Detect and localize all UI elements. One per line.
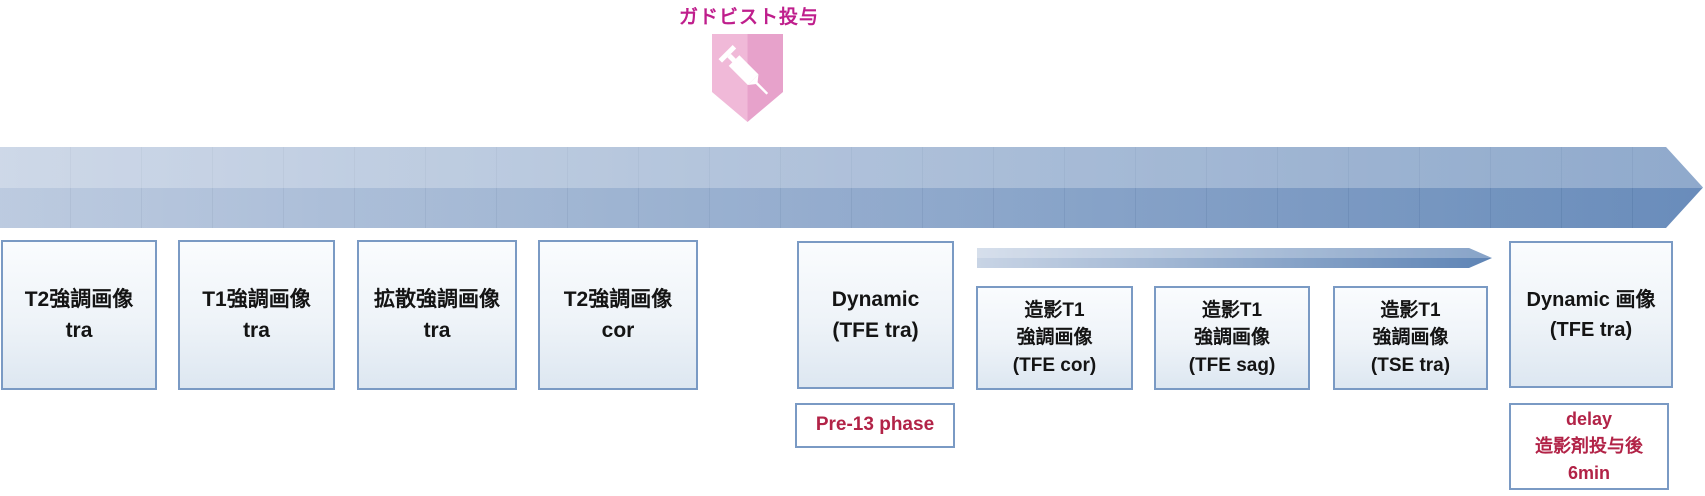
box-line: T2強調画像	[24, 287, 134, 311]
sequence-box-dynamic-delay: Dynamic 画像 (TFE tra)	[1509, 241, 1673, 388]
sequence-box-ce-t1-cor: 造影T1 強調画像 (TFE cor)	[976, 286, 1133, 390]
syringe-shield-icon	[712, 34, 783, 122]
box-line: 強調画像	[1193, 327, 1270, 349]
box-line: (TSE tra)	[1370, 354, 1451, 376]
box-line: 造影T1	[1380, 299, 1441, 321]
note-box-pre-phase: Pre-13 phase	[795, 403, 955, 448]
box-line: Dynamic	[831, 287, 920, 311]
timeline-arrow	[0, 147, 1703, 228]
note-line: 造影剤投与後	[1535, 436, 1643, 456]
post-contrast-arrow	[977, 248, 1492, 268]
post-contrast-arrow-highlight	[977, 248, 1492, 258]
box-line: 強調画像	[1016, 327, 1093, 349]
box-line: 拡散強調画像	[374, 287, 500, 311]
injection-label: ガドビスト投与	[678, 7, 819, 28]
sequence-box-dwi-tra: 拡散強調画像 tra	[357, 240, 517, 390]
sequence-box-ce-t1-tra: 造影T1 強調画像 (TSE tra)	[1333, 286, 1488, 390]
note-line: 6min	[1567, 463, 1610, 483]
note-line: delay	[1565, 409, 1613, 429]
box-line: Dynamic 画像	[1526, 288, 1656, 311]
box-line: cor	[601, 319, 635, 342]
sequence-box-ce-t1-sag: 造影T1 強調画像 (TFE sag)	[1154, 286, 1310, 390]
sequence-box-dynamic: Dynamic (TFE tra)	[797, 241, 954, 389]
box-line: tra	[243, 319, 270, 342]
box-line: tra	[423, 319, 451, 342]
sequence-box-t1-tra: T1強調画像 tra	[178, 240, 335, 390]
box-line: T2強調画像	[563, 287, 673, 311]
box-line: 造影T1	[1201, 299, 1263, 321]
timeline-arrow-highlight	[0, 147, 1703, 188]
box-line: (TFE tra)	[1549, 318, 1633, 341]
note-line: Pre-13 phase	[815, 414, 935, 436]
box-line: (TFE tra)	[832, 319, 919, 342]
note-box-delay: delay 造影剤投与後 6min	[1509, 403, 1669, 490]
sequence-box-t2-cor: T2強調画像 cor	[538, 240, 698, 390]
syringe-icon	[718, 45, 769, 95]
box-line: 造影T1	[1024, 299, 1085, 321]
sequence-box-t2-tra: T2強調画像 tra	[1, 240, 157, 390]
box-line: 強調画像	[1372, 327, 1449, 349]
box-line: (TFE cor)	[1012, 354, 1097, 376]
box-line: (TFE sag)	[1188, 354, 1276, 376]
box-line: tra	[65, 319, 93, 342]
box-line: T1強調画像	[202, 287, 311, 311]
